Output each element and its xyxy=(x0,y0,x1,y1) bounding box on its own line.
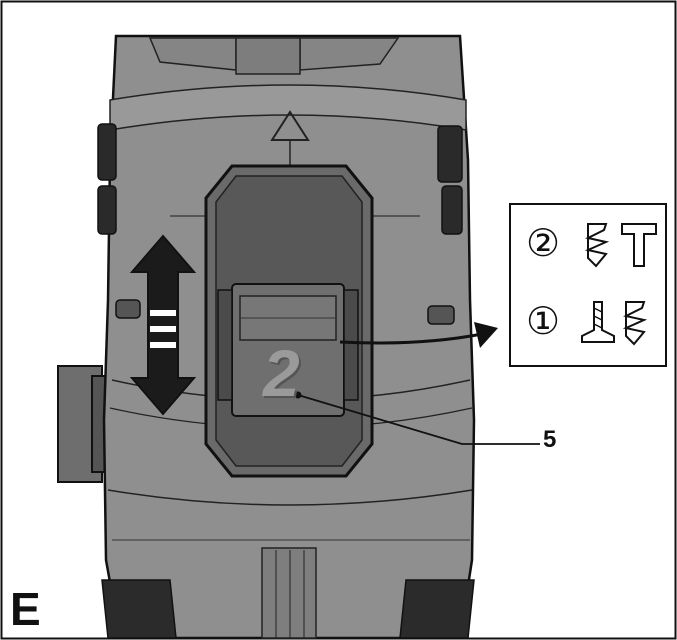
side-handle xyxy=(57,365,111,483)
callout-leader xyxy=(294,391,540,445)
screw-small-icon xyxy=(622,301,648,346)
drill-bit-icon xyxy=(621,223,657,267)
gear-selector-slider[interactable] xyxy=(217,283,359,417)
slide-direction-arrow xyxy=(129,234,197,416)
callout-number: 5 xyxy=(543,426,557,453)
figure-label: E xyxy=(10,583,41,635)
legend-mode-2-symbol: ② xyxy=(526,221,561,265)
switch-position-number: 2 xyxy=(263,336,300,410)
legend-pointer-arrow xyxy=(339,322,498,348)
screw-countersunk-icon xyxy=(581,301,615,343)
screw-small-icon xyxy=(584,223,610,268)
legend-mode-1-symbol: ① xyxy=(526,299,561,343)
